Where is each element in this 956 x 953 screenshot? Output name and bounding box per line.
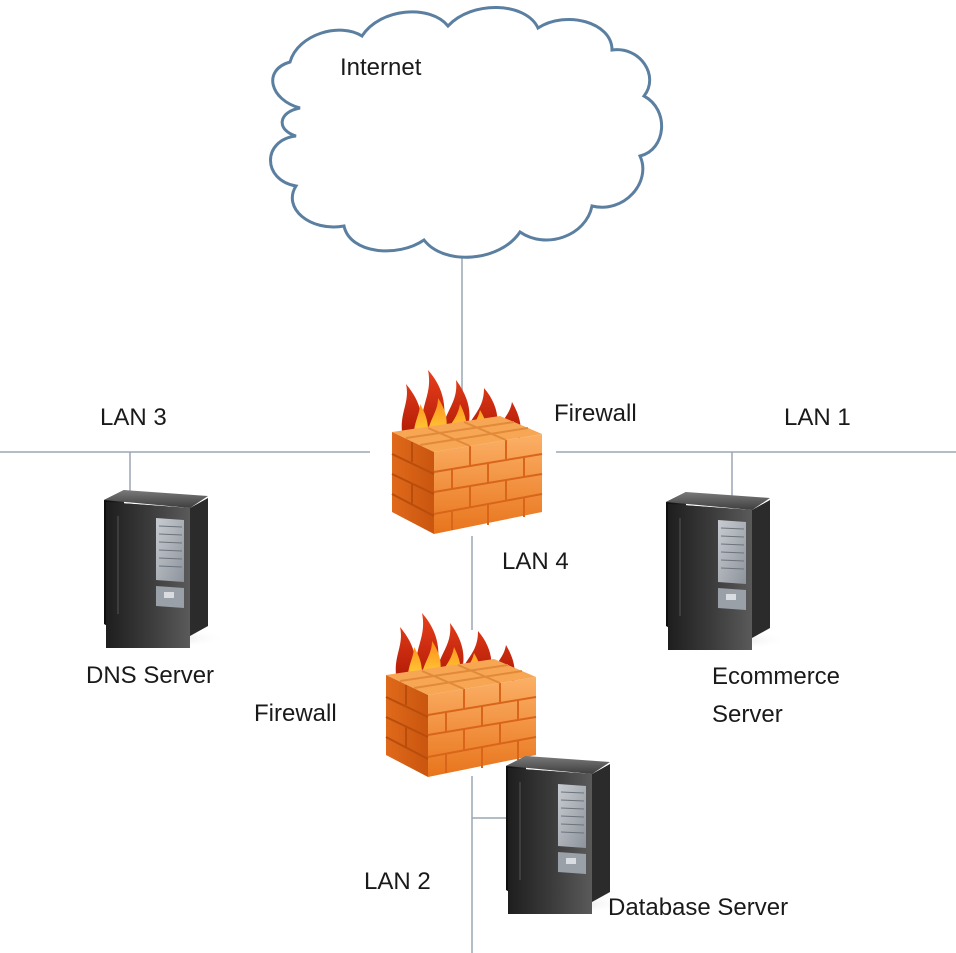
firewall-top-label: Firewall: [554, 400, 637, 427]
dns-server-label: DNS Server: [86, 662, 215, 689]
internet-label: Internet: [340, 54, 422, 81]
lan1-label: LAN 1: [784, 404, 851, 431]
lan2-label: LAN 2: [364, 868, 431, 895]
ecommerce-server-icon: [663, 491, 789, 651]
lan4-label: LAN 4: [502, 548, 569, 575]
firewall-bottom-icon: [385, 612, 537, 778]
dns-server-icon: [101, 489, 227, 649]
database-server-icon: [503, 755, 629, 915]
lan3-label: LAN 3: [100, 404, 167, 431]
ecommerce-server-label: Ecommerce Server: [712, 663, 841, 728]
firewall-bottom-label: Firewall: [254, 700, 337, 727]
cloud-icon: [269, 6, 663, 259]
database-server-label: Database Server: [608, 894, 789, 921]
firewall-top-icon: [391, 369, 543, 535]
connection-lines: [0, 258, 956, 953]
